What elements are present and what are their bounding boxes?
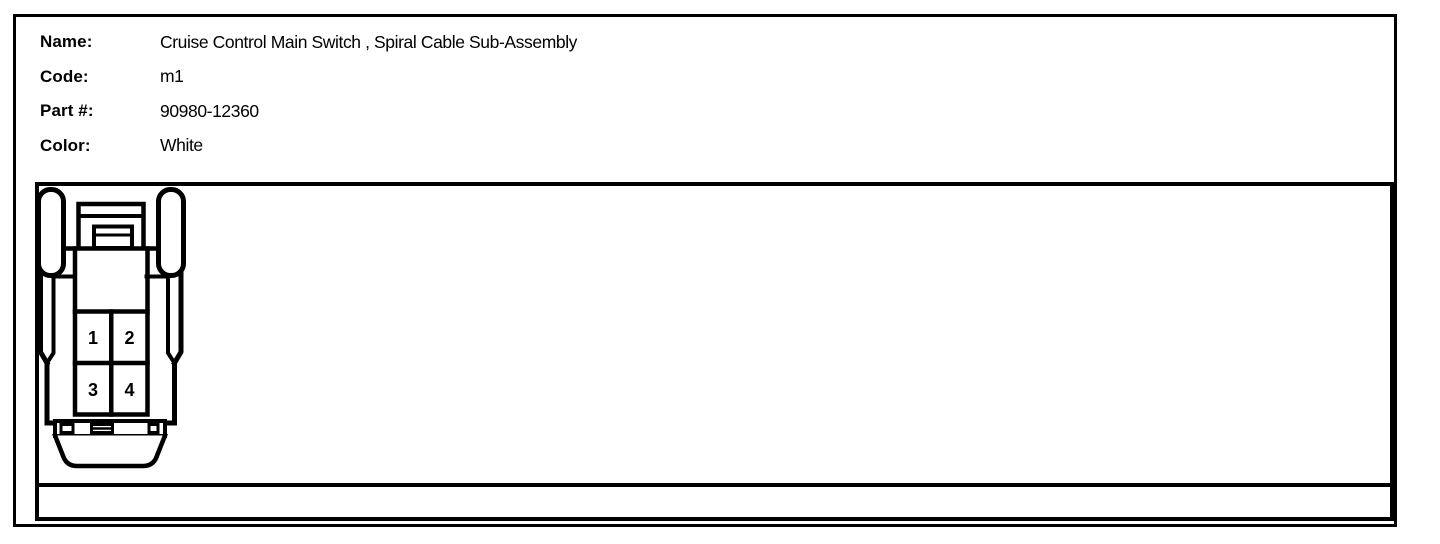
connector-diagram: 1 2 3 4 bbox=[36, 187, 186, 469]
connector-info-header: Name: Cruise Control Main Switch , Spira… bbox=[40, 25, 577, 163]
connector-right-ear bbox=[156, 187, 186, 278]
connector-left-ear bbox=[36, 187, 66, 278]
diagram-panel: 1 2 3 4 bbox=[35, 182, 1394, 521]
part-number-label: Part #: bbox=[40, 101, 94, 121]
info-row-code: Code: m1 bbox=[40, 60, 577, 95]
notes-strip bbox=[39, 483, 1390, 517]
pin-3-label: 3 bbox=[88, 380, 98, 400]
connector-left-wall-lower bbox=[44, 359, 58, 426]
info-row-color: Color: White bbox=[40, 129, 577, 164]
pin-2-label: 2 bbox=[124, 328, 134, 348]
name-label: Name: bbox=[40, 32, 93, 52]
pin-1-label: 1 bbox=[88, 328, 98, 348]
connector-latch-tab bbox=[92, 224, 134, 250]
connector-left-outer-wall bbox=[38, 271, 51, 367]
color-label: Color: bbox=[40, 135, 91, 155]
connector-key-slot-right bbox=[147, 423, 160, 434]
code-label: Code: bbox=[40, 66, 89, 86]
connector-left-inner-wall bbox=[44, 276, 56, 366]
part-number-value: 90980-12360 bbox=[160, 100, 259, 121]
connector-key-slot-left bbox=[59, 423, 75, 434]
info-row-part-number: Part #: 90980-12360 bbox=[40, 94, 577, 129]
name-value: Cruise Control Main Switch , Spiral Cabl… bbox=[160, 31, 578, 52]
connector-bridge-frame bbox=[76, 201, 146, 251]
connector-bottom-taper bbox=[52, 432, 168, 469]
connector-right-inner-wall bbox=[166, 276, 178, 366]
color-value: White bbox=[160, 135, 203, 156]
connector-right-wall-lower bbox=[164, 359, 177, 426]
connector-right-outer-wall bbox=[171, 271, 184, 367]
code-value: m1 bbox=[160, 66, 184, 87]
pin-4-label: 4 bbox=[124, 380, 134, 400]
page-border: Name: Cruise Control Main Switch , Spira… bbox=[13, 14, 1397, 527]
info-row-name: Name: Cruise Control Main Switch , Spira… bbox=[40, 25, 577, 60]
